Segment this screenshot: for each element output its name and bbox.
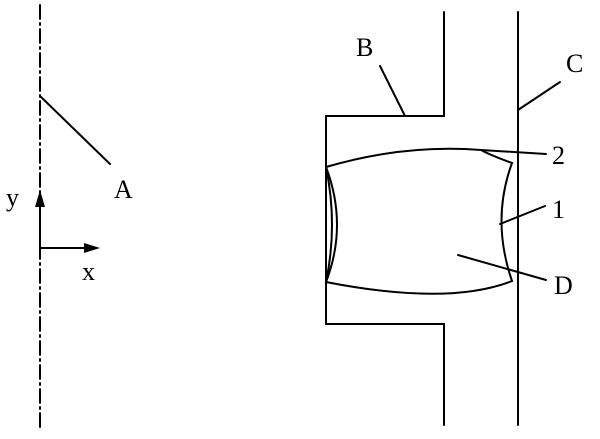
y-arrowhead [35,190,45,207]
label-y: y [6,183,19,212]
label-a: A [114,175,133,204]
leader-c [517,81,561,111]
leader-d [457,254,547,281]
label-b: B [356,33,373,62]
leader-2 [480,149,547,155]
label-1: 1 [552,195,565,224]
label-x: x [82,257,95,286]
part-d-outline [324,147,514,295]
wall-b-outline [325,11,445,426]
leader-a [39,95,111,165]
label-c: C [566,49,583,78]
leader-1 [499,205,546,225]
part-left-edge [325,166,338,283]
leader-b [379,65,406,117]
label-2: 2 [552,141,565,170]
x-arrowhead [84,243,100,253]
label-d: D [554,271,573,300]
